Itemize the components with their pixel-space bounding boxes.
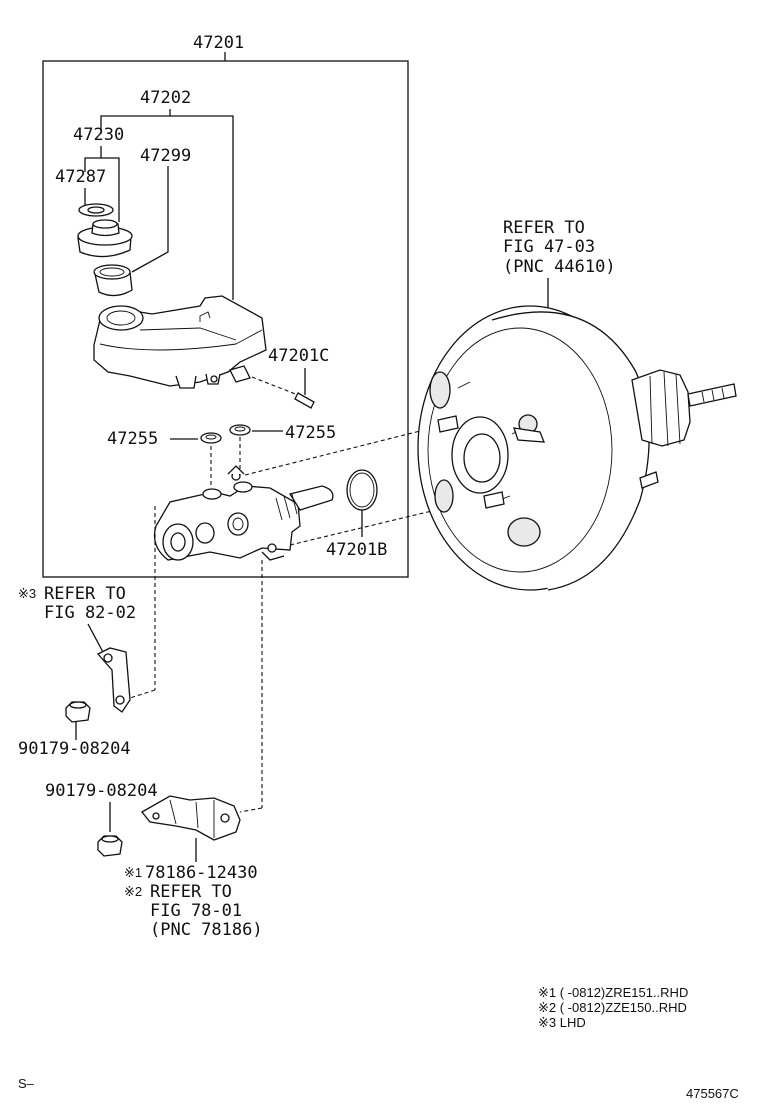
note-3: ※3 LHD: [538, 1015, 586, 1030]
bracket-rhd-part: [141, 795, 241, 841]
label-47201[interactable]: 47201: [193, 33, 244, 53]
label-47255-left[interactable]: 47255: [107, 429, 158, 449]
nut-lower-part: [97, 835, 123, 857]
label-90179-upper[interactable]: 90179-08204: [18, 739, 131, 759]
label-90179-lower[interactable]: 90179-08204: [45, 781, 158, 801]
refer-78-line2[interactable]: FIG 78-01: [150, 901, 242, 921]
o-ring-part: [346, 469, 378, 511]
label-47299[interactable]: 47299: [140, 146, 191, 166]
reservoir-part: [93, 295, 267, 389]
label-78186-12430[interactable]: 78186-12430: [145, 863, 258, 883]
refer-78-mark: ※2: [124, 884, 142, 899]
nut-upper-part: [65, 701, 91, 723]
label-47255-right[interactable]: 47255: [285, 423, 336, 443]
label-47230[interactable]: 47230: [73, 125, 124, 145]
bracket-mark: ※1: [124, 865, 142, 880]
booster-refer-line3[interactable]: (PNC 44610): [503, 257, 616, 277]
booster-refer-line2[interactable]: FIG 47-03: [503, 237, 595, 257]
note-2: ※2 ( -0812)ZZE150..RHD: [538, 1000, 687, 1015]
refer-78-line1[interactable]: REFER TO: [150, 882, 232, 902]
bracket-lhd-part: [96, 647, 131, 713]
strainer-part: [93, 264, 133, 297]
master-cylinder-part: [153, 465, 334, 561]
refer-82-line1[interactable]: REFER TO: [44, 584, 126, 604]
footer-code: 475567C: [686, 1086, 739, 1101]
pin-part: [229, 365, 315, 409]
label-47201c[interactable]: 47201C: [268, 346, 329, 366]
grommet-right-part: [229, 424, 251, 436]
note-1: ※1 ( -0812)ZRE151..RHD: [538, 985, 688, 1000]
footer-left: S–: [18, 1076, 35, 1091]
label-47201b[interactable]: 47201B: [326, 540, 387, 560]
refer-78-line3[interactable]: (PNC 78186): [150, 920, 263, 940]
label-47202[interactable]: 47202: [140, 88, 191, 108]
label-47287[interactable]: 47287: [55, 167, 106, 187]
refer-82-mark: ※3: [18, 586, 36, 601]
grommet-left-part: [200, 432, 222, 444]
gasket-part: [78, 203, 114, 217]
refer-82-line2[interactable]: FIG 82-02: [44, 603, 136, 623]
cap-part: [77, 219, 133, 258]
brake-booster-part: [417, 305, 737, 591]
booster-refer-line1[interactable]: REFER TO: [503, 218, 585, 238]
